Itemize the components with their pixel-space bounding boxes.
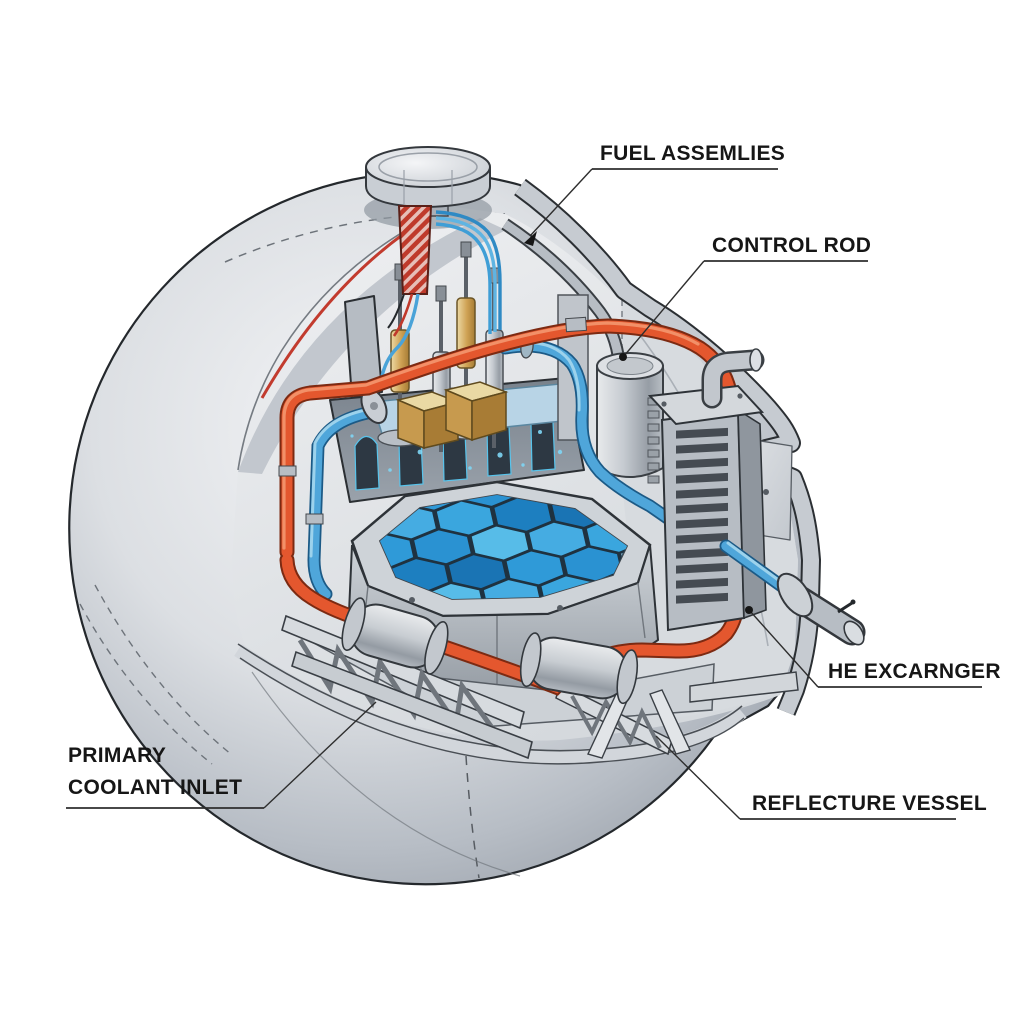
heat-exchanger-leader: [749, 610, 819, 688]
callout-primary-coolant-inlet: PRIMARY COOLANT INLET: [66, 701, 377, 809]
housing-cylinder-body: [596, 365, 664, 478]
fuel-assemblies-leader: [529, 168, 593, 237]
bowl-meridian-line: [251, 671, 521, 877]
callout-reflector-vessel: REFLECTURE VESSEL: [655, 735, 987, 820]
primary-pumps: [341, 597, 639, 705]
heat-exchanger-label: HE EXCARNGER: [828, 660, 1001, 683]
drive-base-blocks: [395, 381, 509, 450]
black-wire: [387, 293, 405, 329]
cold-left-hub: [370, 402, 378, 410]
control-rod-dot: [619, 353, 627, 361]
v-strut-right: [649, 689, 691, 755]
dome-seam-dashed: [224, 212, 506, 263]
bowl-lip-band: [234, 644, 747, 764]
fuel-assemblies-arrowhead: [524, 231, 537, 246]
control-rod-drives: [377, 241, 509, 452]
inner-dome-edge: [237, 207, 449, 471]
pump-a: [341, 597, 449, 675]
primary-coolant-label-line2: COOLANT INLET: [68, 776, 242, 799]
red-wire: [392, 293, 414, 337]
rim-bolt-2: [557, 605, 563, 611]
hx-elbow: [704, 352, 762, 406]
truss-rail-bottom: [291, 650, 533, 760]
fuel-assembly-cell: [422, 581, 488, 599]
rail-right: [689, 671, 799, 703]
red-hatched-block: [397, 205, 433, 295]
reflector-vessel-label: REFLECTURE VESSEL: [752, 792, 987, 815]
cold-left-highlight: [309, 407, 372, 558]
bowl-lip-bottom: [239, 657, 745, 765]
hx-teeth: [647, 397, 660, 484]
control-rod-leader: [623, 260, 705, 357]
left-seam-dashed-2: [94, 584, 233, 756]
hot-loop-highlight: [282, 321, 700, 550]
cold-left-body[interactable]: [309, 407, 377, 599]
hot-clamp-2: [565, 316, 587, 333]
coolant-pipe-cold-left: [305, 388, 388, 601]
hot-clamp-1: [278, 465, 297, 477]
bowl-meridian-dashed: [465, 755, 480, 879]
primary-coolant-leader: [263, 701, 377, 809]
callout-heat-exchanger: HE EXCARNGER: [745, 606, 1001, 688]
bracket-post: [344, 295, 383, 399]
outlet-flange: [776, 572, 814, 618]
rim-bolt-1: [409, 597, 415, 603]
control-rod-label: CONTROL ROD: [712, 234, 871, 257]
fuel-assemblies-label: FUEL ASSEMLIES: [600, 142, 785, 165]
heat-exchanger-dot: [745, 606, 753, 614]
reflector-vessel-leader: [655, 735, 741, 820]
skirt-facet-3: [637, 582, 646, 639]
fuel-assembly-cell: [479, 577, 545, 599]
cold-left-clamp: [305, 513, 324, 525]
instrument-tubes: [435, 210, 502, 334]
instrument-stack: [378, 205, 502, 391]
hx-bracket-bolt: [763, 489, 769, 495]
fuel-assembly-lattice: [380, 495, 627, 599]
cap-top: [365, 146, 491, 188]
hx-fins: [676, 427, 728, 604]
primary-coolant-label-line1: PRIMARY: [68, 744, 166, 767]
callout-fuel-assemblies: FUEL ASSEMLIES: [524, 142, 785, 246]
hx-bolt-2: [737, 393, 743, 399]
nozzle-clamp-pin: [850, 599, 856, 605]
cap-top-rim: [378, 152, 478, 182]
bowl-lip-top: [237, 643, 743, 752]
callouts: FUEL ASSEMLIES CONTROL ROD HE EXCARNGER …: [66, 142, 1001, 820]
blue-wire: [378, 293, 420, 391]
vessel-top-cap: [364, 146, 492, 229]
pump-b: [519, 632, 639, 705]
nozzle-end: [843, 620, 865, 646]
hx-elbow-end: [749, 348, 763, 372]
callout-control-rod: CONTROL ROD: [619, 234, 871, 361]
housing-cylinder-rim: [606, 357, 654, 375]
hx-bolt-1: [661, 401, 667, 407]
cold-mid-body[interactable]: [500, 341, 681, 529]
nozzle-clamp: [837, 601, 853, 614]
coolant-pipe-cold-right: [719, 539, 866, 646]
left-seam-dashed-1: [79, 603, 213, 765]
